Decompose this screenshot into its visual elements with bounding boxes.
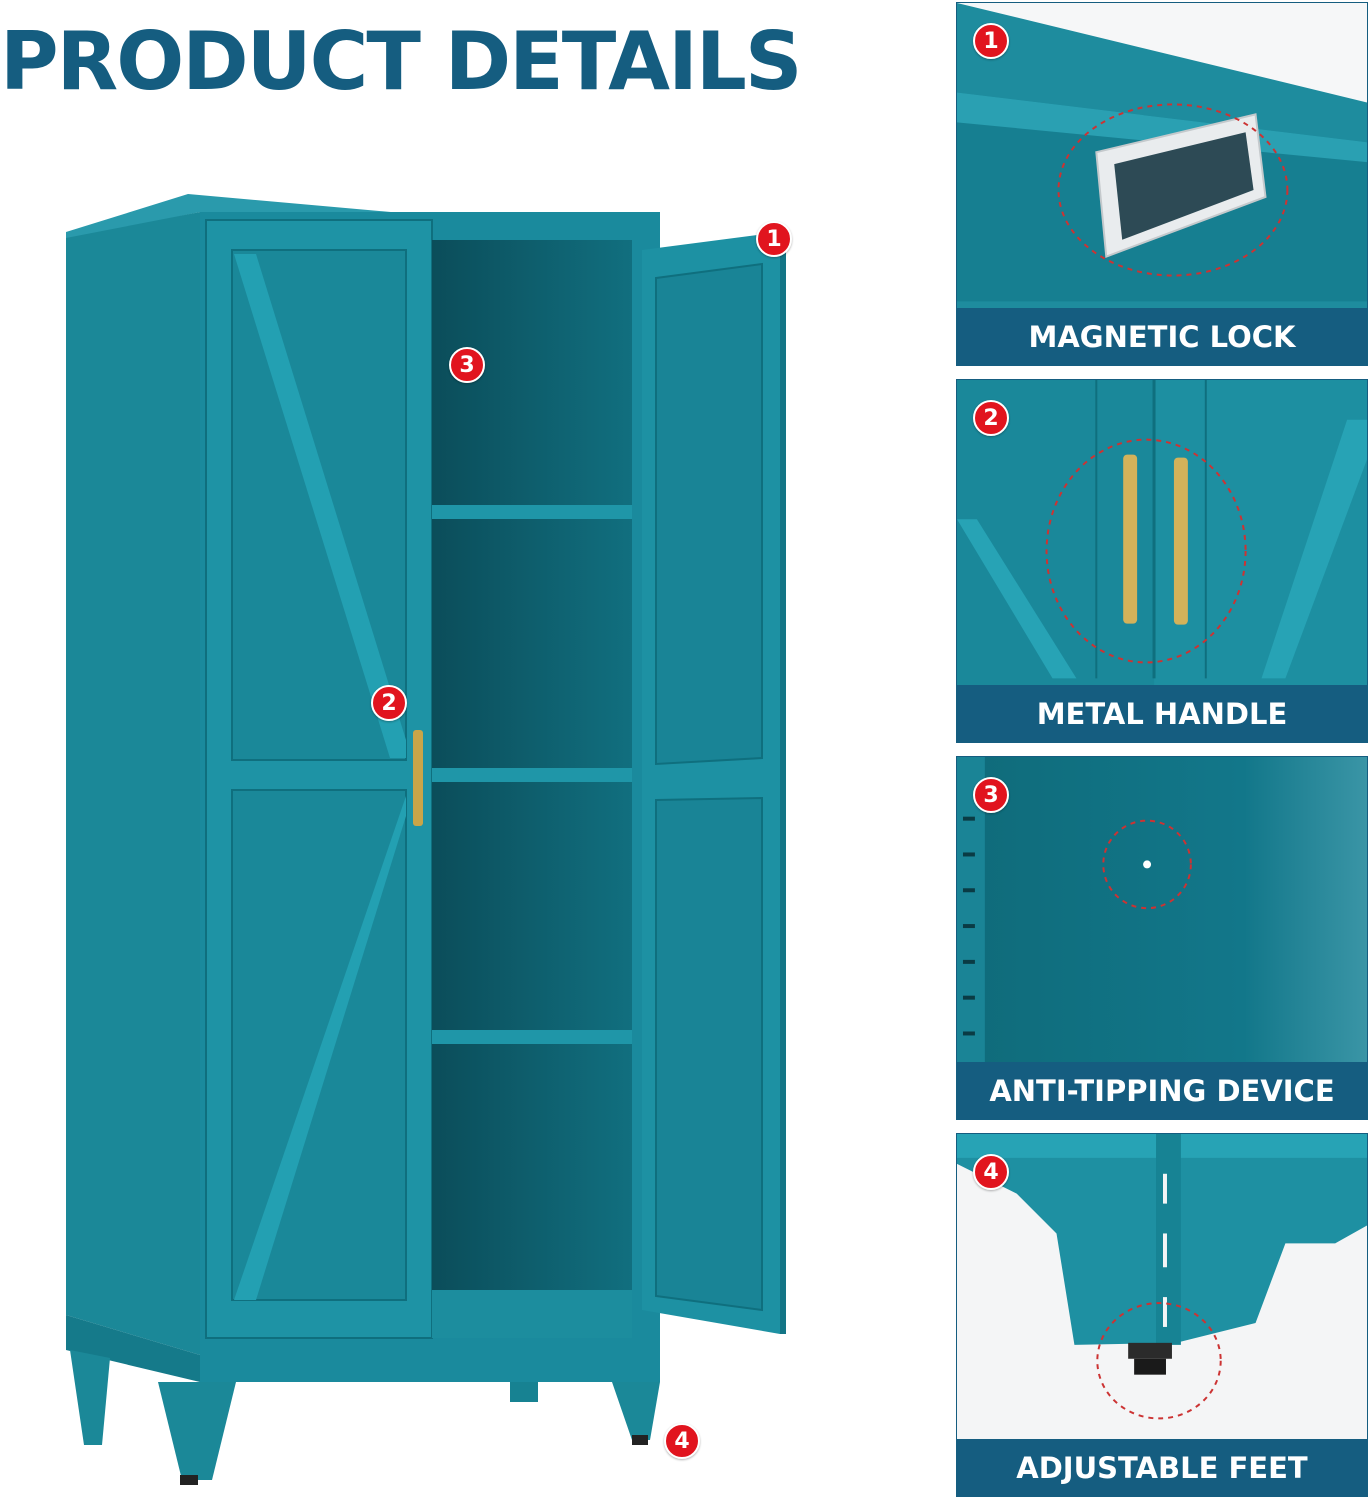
detail-panel-adjustable-feet: 4 ADJUSTABLE FEET <box>956 1133 1368 1497</box>
magnetic-lock-image <box>957 3 1367 365</box>
detail-panel-magnetic-lock: 1 MAGNETIC LOCK <box>956 2 1368 366</box>
panel-4-marker: 4 <box>973 1154 1009 1190</box>
adjustable-feet-image <box>957 1134 1367 1496</box>
panel-2-caption: METAL HANDLE <box>957 685 1367 742</box>
detail-panel-metal-handle: 2 METAL HANDLE <box>956 379 1368 743</box>
page-title: PRODUCT DETAILS <box>0 15 802 108</box>
detail-panel-anti-tipping: 3 ANTI-TIPPING DEVICE <box>956 756 1368 1120</box>
panel-3-marker: 3 <box>973 777 1009 813</box>
marker-1: 1 <box>756 221 792 257</box>
metal-handle-image <box>957 380 1367 742</box>
cabinet-illustration <box>66 194 786 1485</box>
panel-3-caption: ANTI-TIPPING DEVICE <box>957 1062 1367 1119</box>
anti-tipping-image <box>957 757 1367 1119</box>
marker-4: 4 <box>664 1423 700 1459</box>
panel-2-marker: 2 <box>973 400 1009 436</box>
panel-4-caption: ADJUSTABLE FEET <box>957 1439 1367 1496</box>
marker-2: 2 <box>371 685 407 721</box>
marker-3: 3 <box>449 347 485 383</box>
panel-1-caption: MAGNETIC LOCK <box>957 308 1367 365</box>
panel-1-marker: 1 <box>973 23 1009 59</box>
